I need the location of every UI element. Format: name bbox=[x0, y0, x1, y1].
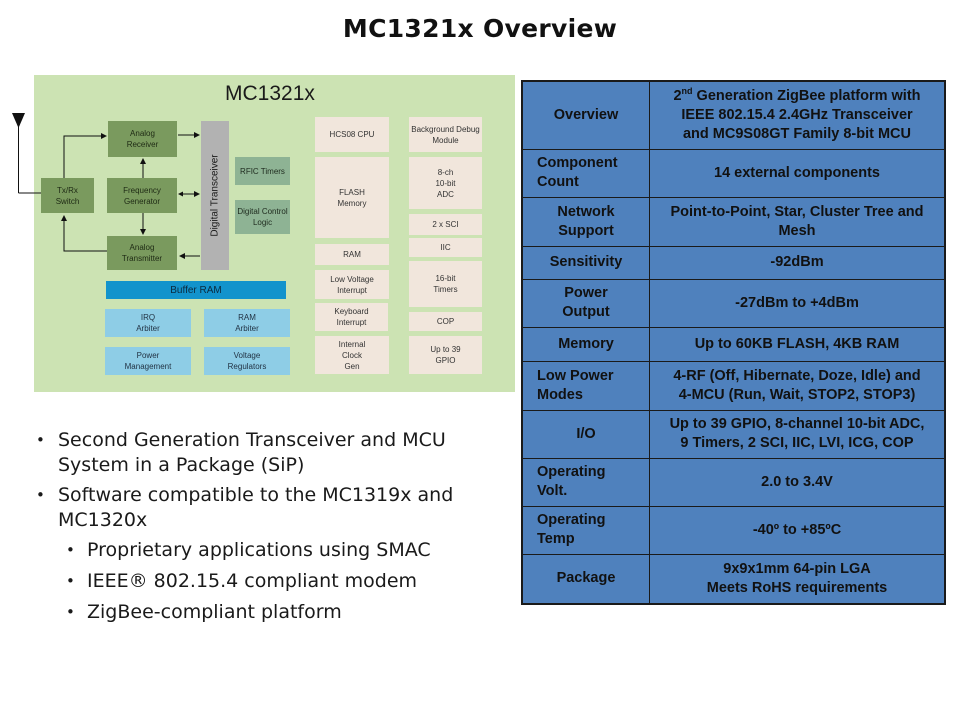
power-management-block: Power Management bbox=[105, 347, 191, 375]
table-row: I/O Up to 39 GPIO, 8-channel 10-bit ADC,… bbox=[521, 409, 946, 459]
spec-value: Up to 60KB FLASH, 4KB RAM bbox=[649, 326, 946, 362]
table-row: Component Count 14 external components bbox=[521, 148, 946, 198]
table-row: Operating Volt. 2.0 to 3.4V bbox=[521, 457, 946, 507]
spec-key: Low Power Modes bbox=[521, 360, 650, 411]
flash-memory-block: FLASH Memory bbox=[315, 157, 389, 238]
irq-arbiter-block: IRQ Arbiter bbox=[105, 309, 191, 337]
spec-value: 2nd Generation ZigBee platform with IEEE… bbox=[649, 80, 946, 150]
iic-block: IIC bbox=[409, 238, 482, 257]
table-row: Package 9x9x1mm 64-pin LGA Meets RoHS re… bbox=[521, 553, 946, 605]
adc-block: 8-ch 10-bit ADC bbox=[409, 157, 482, 209]
bullet-item: Second Generation Transceiver and MCU Sy… bbox=[34, 428, 514, 478]
spec-table: Overview 2nd Generation ZigBee platform … bbox=[521, 80, 946, 605]
background-debug-module-block: Background Debug Module bbox=[409, 117, 482, 152]
analog-receiver-block: Analog Receiver bbox=[108, 121, 177, 157]
table-row: Network Support Point-to-Point, Star, Cl… bbox=[521, 196, 946, 247]
spec-value: 4-RF (Off, Hibernate, Doze, Idle) and 4-… bbox=[649, 360, 946, 411]
sub-bullet-item: Proprietary applications using SMAC bbox=[34, 538, 514, 563]
rfic-timers-block: RFIC Timers bbox=[235, 157, 290, 185]
spec-key: Network Support bbox=[521, 196, 650, 247]
voltage-regulators-block: Voltage Regulators bbox=[204, 347, 290, 375]
txrx-switch-block: Tx/Rx Switch bbox=[41, 178, 94, 213]
spec-key: Sensitivity bbox=[521, 245, 650, 280]
table-row: Memory Up to 60KB FLASH, 4KB RAM bbox=[521, 326, 946, 362]
bullet-item: Software compatible to the MC1319x and M… bbox=[34, 483, 514, 533]
internal-clock-gen-block: Internal Clock Gen bbox=[315, 336, 389, 374]
spec-key: Component Count bbox=[521, 148, 650, 198]
keyboard-interrupt-block: Keyboard Interrupt bbox=[315, 303, 388, 331]
sci-block: 2 x SCI bbox=[409, 214, 482, 235]
ordinal-suffix: nd bbox=[681, 85, 693, 96]
spec-key: Operating Temp bbox=[521, 505, 650, 555]
spec-value: -27dBm to +4dBm bbox=[649, 278, 946, 328]
spec-key: Memory bbox=[521, 326, 650, 362]
timers-block: 16-bit Timers bbox=[409, 261, 482, 307]
spec-value: -92dBm bbox=[649, 245, 946, 280]
table-row: Operating Temp -40º to +85ºC bbox=[521, 505, 946, 555]
spec-value: Point-to-Point, Star, Cluster Tree and M… bbox=[649, 196, 946, 247]
gpio-block: Up to 39 GPIO bbox=[409, 336, 482, 374]
spec-value-ordinal: 2 bbox=[673, 87, 682, 104]
spec-value-text: Generation ZigBee platform with IEEE 802… bbox=[681, 87, 921, 142]
digital-control-logic-block: Digital Control Logic bbox=[235, 200, 290, 234]
digital-transceiver-block: Digital Transceiver bbox=[201, 121, 229, 270]
sub-bullet-item: IEEE® 802.15.4 compliant modem bbox=[34, 569, 514, 594]
spec-value: 2.0 to 3.4V bbox=[649, 457, 946, 507]
slide-title: MC1321x Overview bbox=[342, 14, 618, 43]
spec-value: Up to 39 GPIO, 8-channel 10-bit ADC, 9 T… bbox=[649, 409, 946, 459]
ram-block: RAM bbox=[315, 244, 389, 265]
spec-key: Package bbox=[521, 553, 650, 605]
analog-transmitter-block: Analog Transmitter bbox=[107, 236, 177, 270]
hcs08-cpu-block: HCS08 CPU bbox=[315, 117, 389, 152]
spec-value: 9x9x1mm 64-pin LGA Meets RoHS requiremen… bbox=[649, 553, 946, 605]
ram-arbiter-block: RAM Arbiter bbox=[204, 309, 290, 337]
spec-value: 14 external components bbox=[649, 148, 946, 198]
spec-key: I/O bbox=[521, 409, 650, 459]
feature-bullets: Second Generation Transceiver and MCU Sy… bbox=[34, 428, 514, 631]
spec-key: Operating Volt. bbox=[521, 457, 650, 507]
spec-value: -40º to +85ºC bbox=[649, 505, 946, 555]
diagram-title: MC1321x bbox=[225, 82, 315, 105]
cop-block: COP bbox=[409, 312, 482, 331]
spec-key: Overview bbox=[521, 80, 650, 150]
sub-bullet-item: ZigBee-compliant platform bbox=[34, 600, 514, 625]
table-row: Low Power Modes 4-RF (Off, Hibernate, Do… bbox=[521, 360, 946, 411]
spec-key: Power Output bbox=[521, 278, 650, 328]
low-voltage-interrupt-block: Low Voltage Interrupt bbox=[315, 270, 389, 299]
digital-transceiver-label: Digital Transceiver bbox=[209, 154, 221, 237]
table-row: Sensitivity -92dBm bbox=[521, 245, 946, 280]
buffer-ram-block: Buffer RAM bbox=[106, 281, 286, 299]
table-row: Overview 2nd Generation ZigBee platform … bbox=[521, 80, 946, 150]
frequency-generator-block: Frequency Generator bbox=[107, 178, 177, 213]
table-row: Power Output -27dBm to +4dBm bbox=[521, 278, 946, 328]
